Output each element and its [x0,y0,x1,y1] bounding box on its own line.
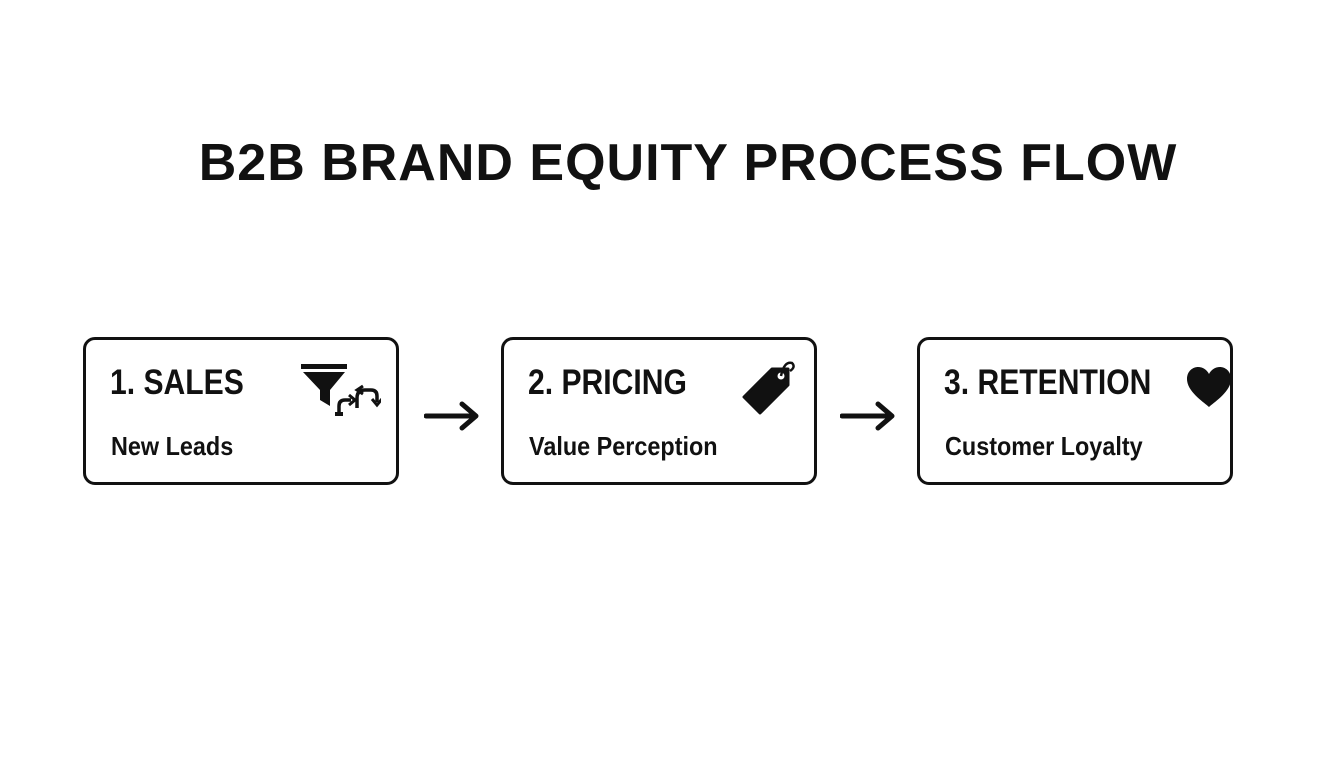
step-box-sales: 1. SALES New Leads [83,337,399,485]
step-title: 1. SALES [110,363,244,402]
funnel-icon [301,364,381,416]
step-title: 3. RETENTION [944,363,1152,402]
step-subtitle: New Leads [111,431,234,461]
step-subtitle: Customer Loyalty [945,431,1143,461]
price-tag-icon [742,361,795,415]
arrow-right-icon [840,401,895,431]
step-title: 2. PRICING [528,363,687,402]
step-box-retention: 3. RETENTION Customer Loyalty [917,337,1233,485]
step-box-pricing: 2. PRICING Value Perception [501,337,817,485]
step-subtitle: Value Perception [529,431,718,461]
heart-icon [1187,367,1231,407]
arrow-right-icon [424,401,479,431]
diagram-title: B2B BRAND EQUITY PROCESS FLOW [198,134,1178,192]
